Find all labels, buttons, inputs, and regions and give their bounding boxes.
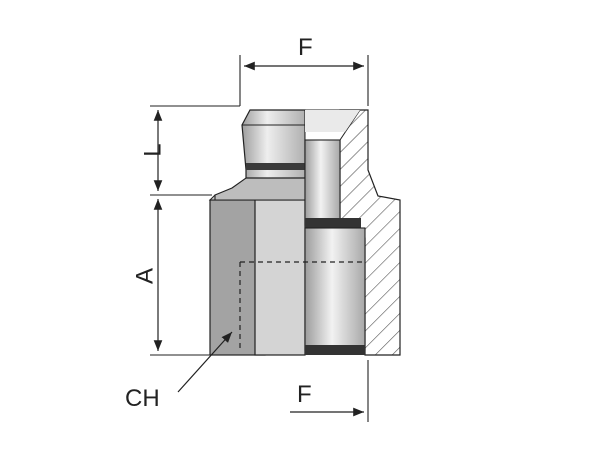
top-head bbox=[241, 109, 306, 179]
seal-lower bbox=[305, 345, 365, 355]
hex-face-right bbox=[254, 199, 306, 356]
label-l: L bbox=[139, 143, 166, 156]
hex-body bbox=[208, 194, 306, 356]
bores bbox=[304, 139, 366, 355]
label-top-f: F bbox=[298, 34, 313, 61]
upper-bore bbox=[304, 139, 341, 226]
o-ring-groove bbox=[246, 163, 305, 170]
leader-ch bbox=[177, 331, 233, 393]
label-bottom-f: F bbox=[297, 381, 312, 408]
extension-lines bbox=[150, 55, 369, 422]
hidden-thread-line bbox=[239, 261, 365, 350]
shoulder bbox=[214, 177, 306, 201]
lower-bore bbox=[304, 227, 366, 351]
label-ch: CH bbox=[125, 385, 160, 412]
label-a: A bbox=[131, 268, 158, 284]
dimension-arrows bbox=[153, 61, 364, 417]
section-hatch bbox=[304, 109, 401, 356]
seal-upper bbox=[305, 218, 361, 228]
